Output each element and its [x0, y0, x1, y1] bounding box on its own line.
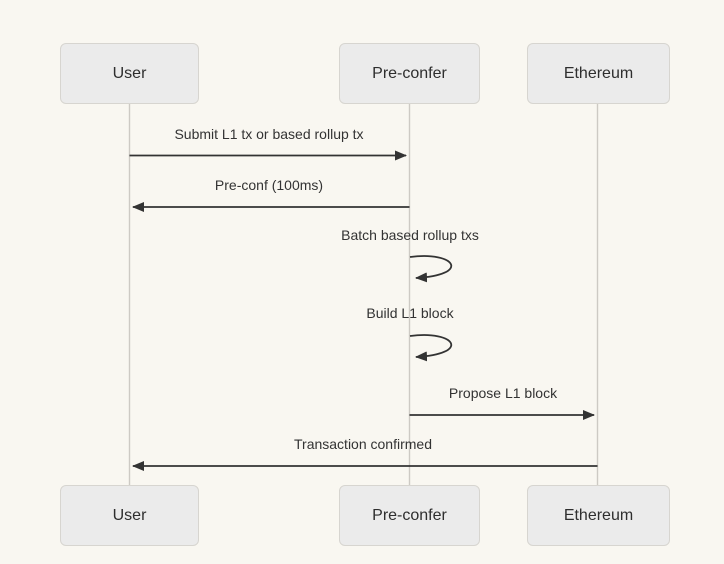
actor-label-preconfer: Pre-confer	[372, 64, 447, 82]
self-loop-2	[409, 334, 453, 362]
actor-box-preconfer-top: Pre-confer	[339, 43, 480, 104]
actor-label-user: User	[112, 506, 147, 524]
message-label-3: Batch based rollup txs	[341, 227, 479, 243]
actor-box-ethereum-top: Ethereum	[527, 43, 670, 104]
self-loop-1	[409, 255, 453, 283]
message-label-5: Propose L1 block	[448, 385, 558, 401]
actor-box-ethereum-bottom: Ethereum	[527, 485, 670, 546]
actor-box-preconfer-bottom: Pre-confer	[339, 485, 480, 546]
actor-label-ethereum: Ethereum	[563, 506, 634, 524]
actor-label-preconfer: Pre-confer	[372, 506, 447, 524]
actor-label-user: User	[112, 64, 147, 82]
actor-box-user-top: User	[60, 43, 199, 104]
message-label-2: Pre-conf (100ms)	[214, 177, 324, 193]
message-label-6: Transaction confirmed	[294, 436, 432, 452]
actor-label-ethereum: Ethereum	[563, 64, 634, 82]
message-label-1: Submit L1 tx or based rollup tx	[174, 126, 364, 142]
actor-box-user-bottom: User	[60, 485, 199, 546]
message-label-4: Build L1 block	[366, 305, 454, 321]
